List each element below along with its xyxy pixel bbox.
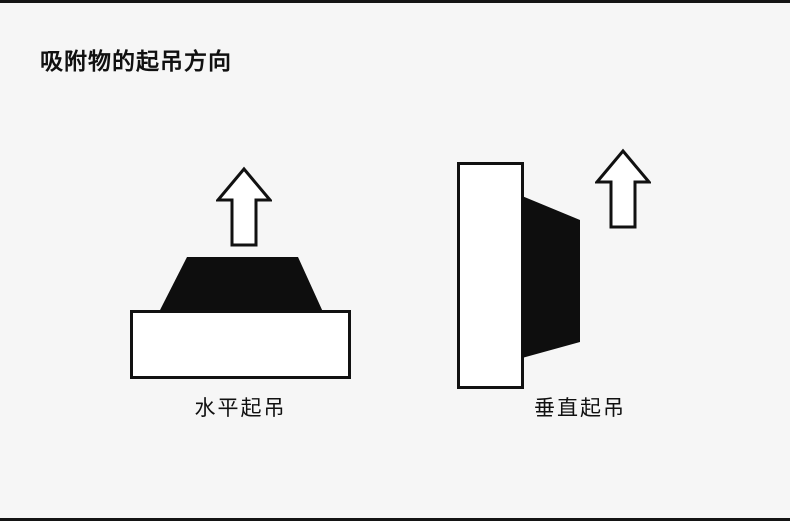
page-title: 吸附物的起吊方向 (40, 49, 232, 75)
bottom-border-line (0, 518, 790, 521)
magnet-trapezoid-vertical (522, 196, 580, 358)
top-border-line (0, 0, 790, 3)
workpiece-plate-horizontal (130, 310, 351, 379)
workpiece-plate-vertical (457, 162, 524, 389)
up-arrow-icon (595, 148, 651, 230)
magnet-trapezoid-horizontal (159, 257, 323, 312)
diagram-label-vertical: 垂直起吊 (534, 396, 626, 420)
up-arrow-icon (216, 166, 272, 248)
diagram-label-horizontal: 水平起吊 (194, 396, 287, 420)
